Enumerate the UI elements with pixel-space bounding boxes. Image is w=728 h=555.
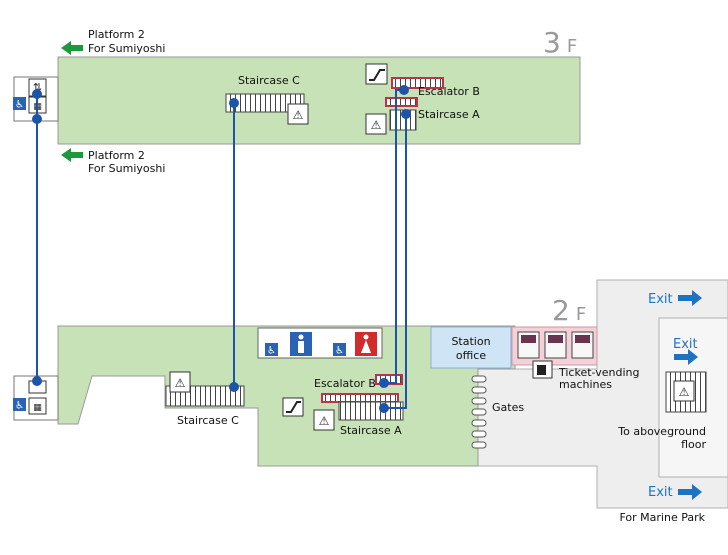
svg-text:⚠: ⚠	[319, 414, 330, 428]
svg-text:♿: ♿	[335, 346, 344, 357]
route-lines	[36, 89, 407, 409]
station-office-label: Station	[451, 335, 490, 348]
exit-sign-middle[interactable]: Exit	[673, 337, 698, 365]
svg-text:Exit: Exit	[673, 337, 698, 352]
route-nodes	[32, 85, 411, 413]
exit-arrow-icon	[678, 484, 702, 500]
arrow-left-icon	[61, 41, 83, 55]
svg-text:♿: ♿	[15, 100, 24, 111]
staircase-c-2f-label: Staircase C	[177, 414, 239, 427]
escalator-a-3f-strip	[385, 97, 418, 107]
svg-text:Exit: Exit	[648, 485, 673, 500]
exit-arrow-icon	[674, 349, 698, 365]
platform-top-label: Platform 2 For Sumiyoshi	[61, 28, 165, 55]
staircase-a-3f-label: Staircase A	[418, 108, 480, 121]
svg-text:⚠: ⚠	[679, 385, 690, 399]
svg-text:Exit: Exit	[648, 292, 673, 307]
exit-sign-bottom[interactable]: Exit	[648, 484, 702, 500]
wheelchair-icon: ♿	[333, 343, 346, 357]
gates-label: Gates	[492, 401, 524, 414]
staircase-c-3f-label: Staircase C	[238, 74, 300, 87]
svg-text:For Sumiyoshi: For Sumiyoshi	[88, 42, 165, 55]
escalator-a-2f-strip	[321, 393, 399, 403]
ticket-label-2: machines	[559, 378, 612, 391]
arrow-left-icon	[61, 148, 83, 162]
svg-text:Platform 2: Platform 2	[88, 28, 145, 41]
staircase-c-3f	[225, 93, 305, 113]
svg-text:⚠: ⚠	[175, 376, 186, 390]
escalator-icon	[365, 63, 388, 85]
svg-text:Platform 2: Platform 2	[88, 149, 145, 162]
floor-2f-area	[57, 325, 516, 467]
escalator-b-3f	[391, 77, 444, 89]
svg-text:⇅: ⇅	[33, 81, 42, 94]
male-restroom-icon	[290, 332, 312, 356]
ticket-label: Ticket-vending	[558, 366, 639, 379]
female-restroom-icon	[355, 332, 377, 356]
svg-text:♿: ♿	[15, 401, 24, 412]
escalator-icon	[282, 397, 304, 417]
staircase-a-2f	[338, 401, 404, 421]
svg-text:▦: ▦	[33, 403, 42, 413]
staircase-a-2f-label: Staircase A	[340, 424, 402, 437]
aboveground-label: To aboveground	[617, 425, 706, 438]
exit-arrow-icon	[678, 290, 702, 306]
exit-sign-top[interactable]: Exit	[648, 290, 702, 307]
floor-3f-area	[57, 56, 581, 145]
escalator-b-2f-label: Escalator B	[314, 377, 376, 390]
stairs-icon: ⚠	[169, 371, 191, 393]
aboveground-label-2: floor	[681, 438, 706, 451]
svg-text:♿: ♿	[267, 346, 276, 357]
svg-text:⚠: ⚠	[293, 108, 304, 122]
stairs-icon: ⚠	[313, 409, 335, 431]
marine-park-label: For Marine Park	[619, 511, 705, 524]
station-office-label-2: office	[456, 349, 486, 362]
station-office	[430, 326, 512, 369]
stairs-icon: ⚠	[287, 103, 309, 125]
stairs-icon: ⚠	[673, 380, 695, 402]
svg-text:⚠: ⚠	[371, 118, 382, 132]
wheelchair-icon: ♿	[13, 398, 26, 412]
escalator-b-3f-label: Escalator B	[418, 85, 480, 98]
ticket-machine-icon	[517, 331, 594, 379]
gates	[471, 375, 487, 449]
wheelchair-icon: ♿	[265, 343, 278, 357]
svg-text:For Sumiyoshi: For Sumiyoshi	[88, 162, 165, 175]
wheelchair-icon: ♿	[13, 97, 26, 111]
stairs-icon: ⚠	[365, 113, 387, 135]
platform-bottom-label: Platform 2 For Sumiyoshi	[61, 148, 165, 175]
